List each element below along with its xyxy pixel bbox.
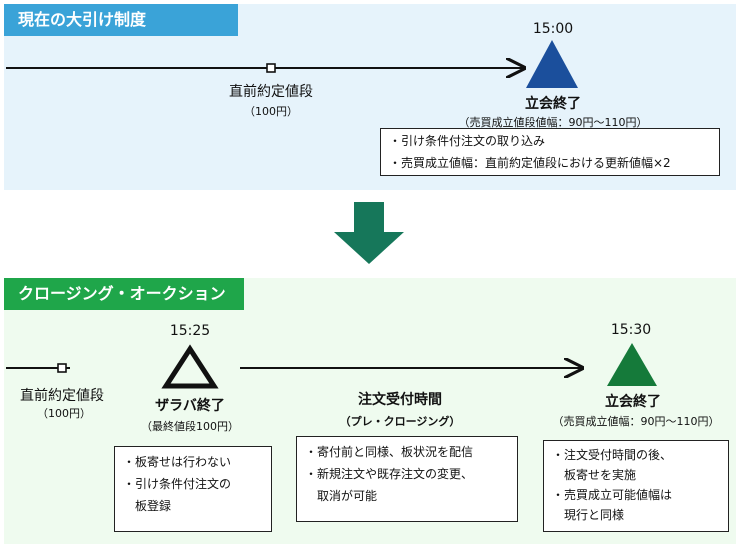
current-point-value: （100円） — [244, 105, 298, 118]
current-point-label: 直前約定値段 — [229, 84, 313, 100]
zaraba-note-3: 板登録 — [123, 499, 172, 513]
auction-close-notes-box: ・注文受付時間の後、 板寄せを実施 ・売買成立可能値幅は 現行と同様 — [543, 440, 729, 532]
auction-point-marker — [57, 363, 67, 373]
zaraba-price: （最終値段100円） — [141, 420, 239, 433]
current-system-title: 現在の大引け制度 — [4, 4, 238, 36]
down-arrow — [334, 202, 404, 264]
order-notes-box: ・寄付前と同様、板状況を配信 ・新規注文や既存注文の変更、 取消が可能 — [296, 436, 518, 522]
current-note-1: ・引け条件付注文の取り込み — [389, 134, 546, 148]
order-period-label: 注文受付時間 — [358, 392, 442, 408]
auction-point-label: 直前約定値段 — [20, 388, 104, 404]
zaraba-triangle — [161, 344, 219, 389]
auction-point-value: （100円） — [37, 407, 91, 420]
current-note-2: ・売買成立値幅：直前約定値段における更新値幅×2 — [389, 156, 671, 170]
auction-close-note-1: ・注文受付時間の後、 — [552, 448, 673, 462]
auction-close-time: 15:30 — [610, 322, 652, 338]
closing-auction-title: クロージング・オークション — [4, 278, 244, 310]
auction-close-note-4: 現行と同様 — [552, 508, 625, 522]
zaraba-note-1: ・板寄せは行わない — [123, 455, 232, 469]
current-close-label: 立会終了 — [525, 96, 581, 112]
current-point-marker — [266, 63, 276, 73]
current-close-triangle — [526, 40, 578, 88]
zaraba-time: 15:25 — [169, 323, 211, 339]
current-notes-box: ・引け条件付注文の取り込み ・売買成立値幅：直前約定値段における更新値幅×2 — [380, 128, 720, 176]
zaraba-note-2: ・引け条件付注文の — [123, 477, 232, 491]
auction-close-range: （売買成立値幅：90円〜110円） — [552, 415, 720, 428]
auction-close-triangle — [607, 343, 657, 386]
order-note-1: ・寄付前と同様、板状況を配信 — [305, 445, 474, 459]
auction-close-note-3: ・売買成立可能値幅は — [552, 488, 673, 502]
zaraba-label: ザラバ終了 — [155, 398, 225, 414]
auction-close-note-2: 板寄せを実施 — [552, 468, 637, 482]
current-time: 15:00 — [532, 21, 574, 37]
zaraba-notes-box: ・板寄せは行わない ・引け条件付注文の 板登録 — [114, 446, 272, 532]
order-note-3: 取消が可能 — [305, 489, 378, 503]
order-period-sub: （プレ・クロージング） — [339, 415, 461, 428]
auction-close-label: 立会終了 — [605, 394, 661, 410]
order-note-2: ・新規注文や既存注文の変更、 — [305, 467, 474, 481]
current-close-range: （売買成立値段値幅：90円〜110円） — [458, 116, 648, 129]
